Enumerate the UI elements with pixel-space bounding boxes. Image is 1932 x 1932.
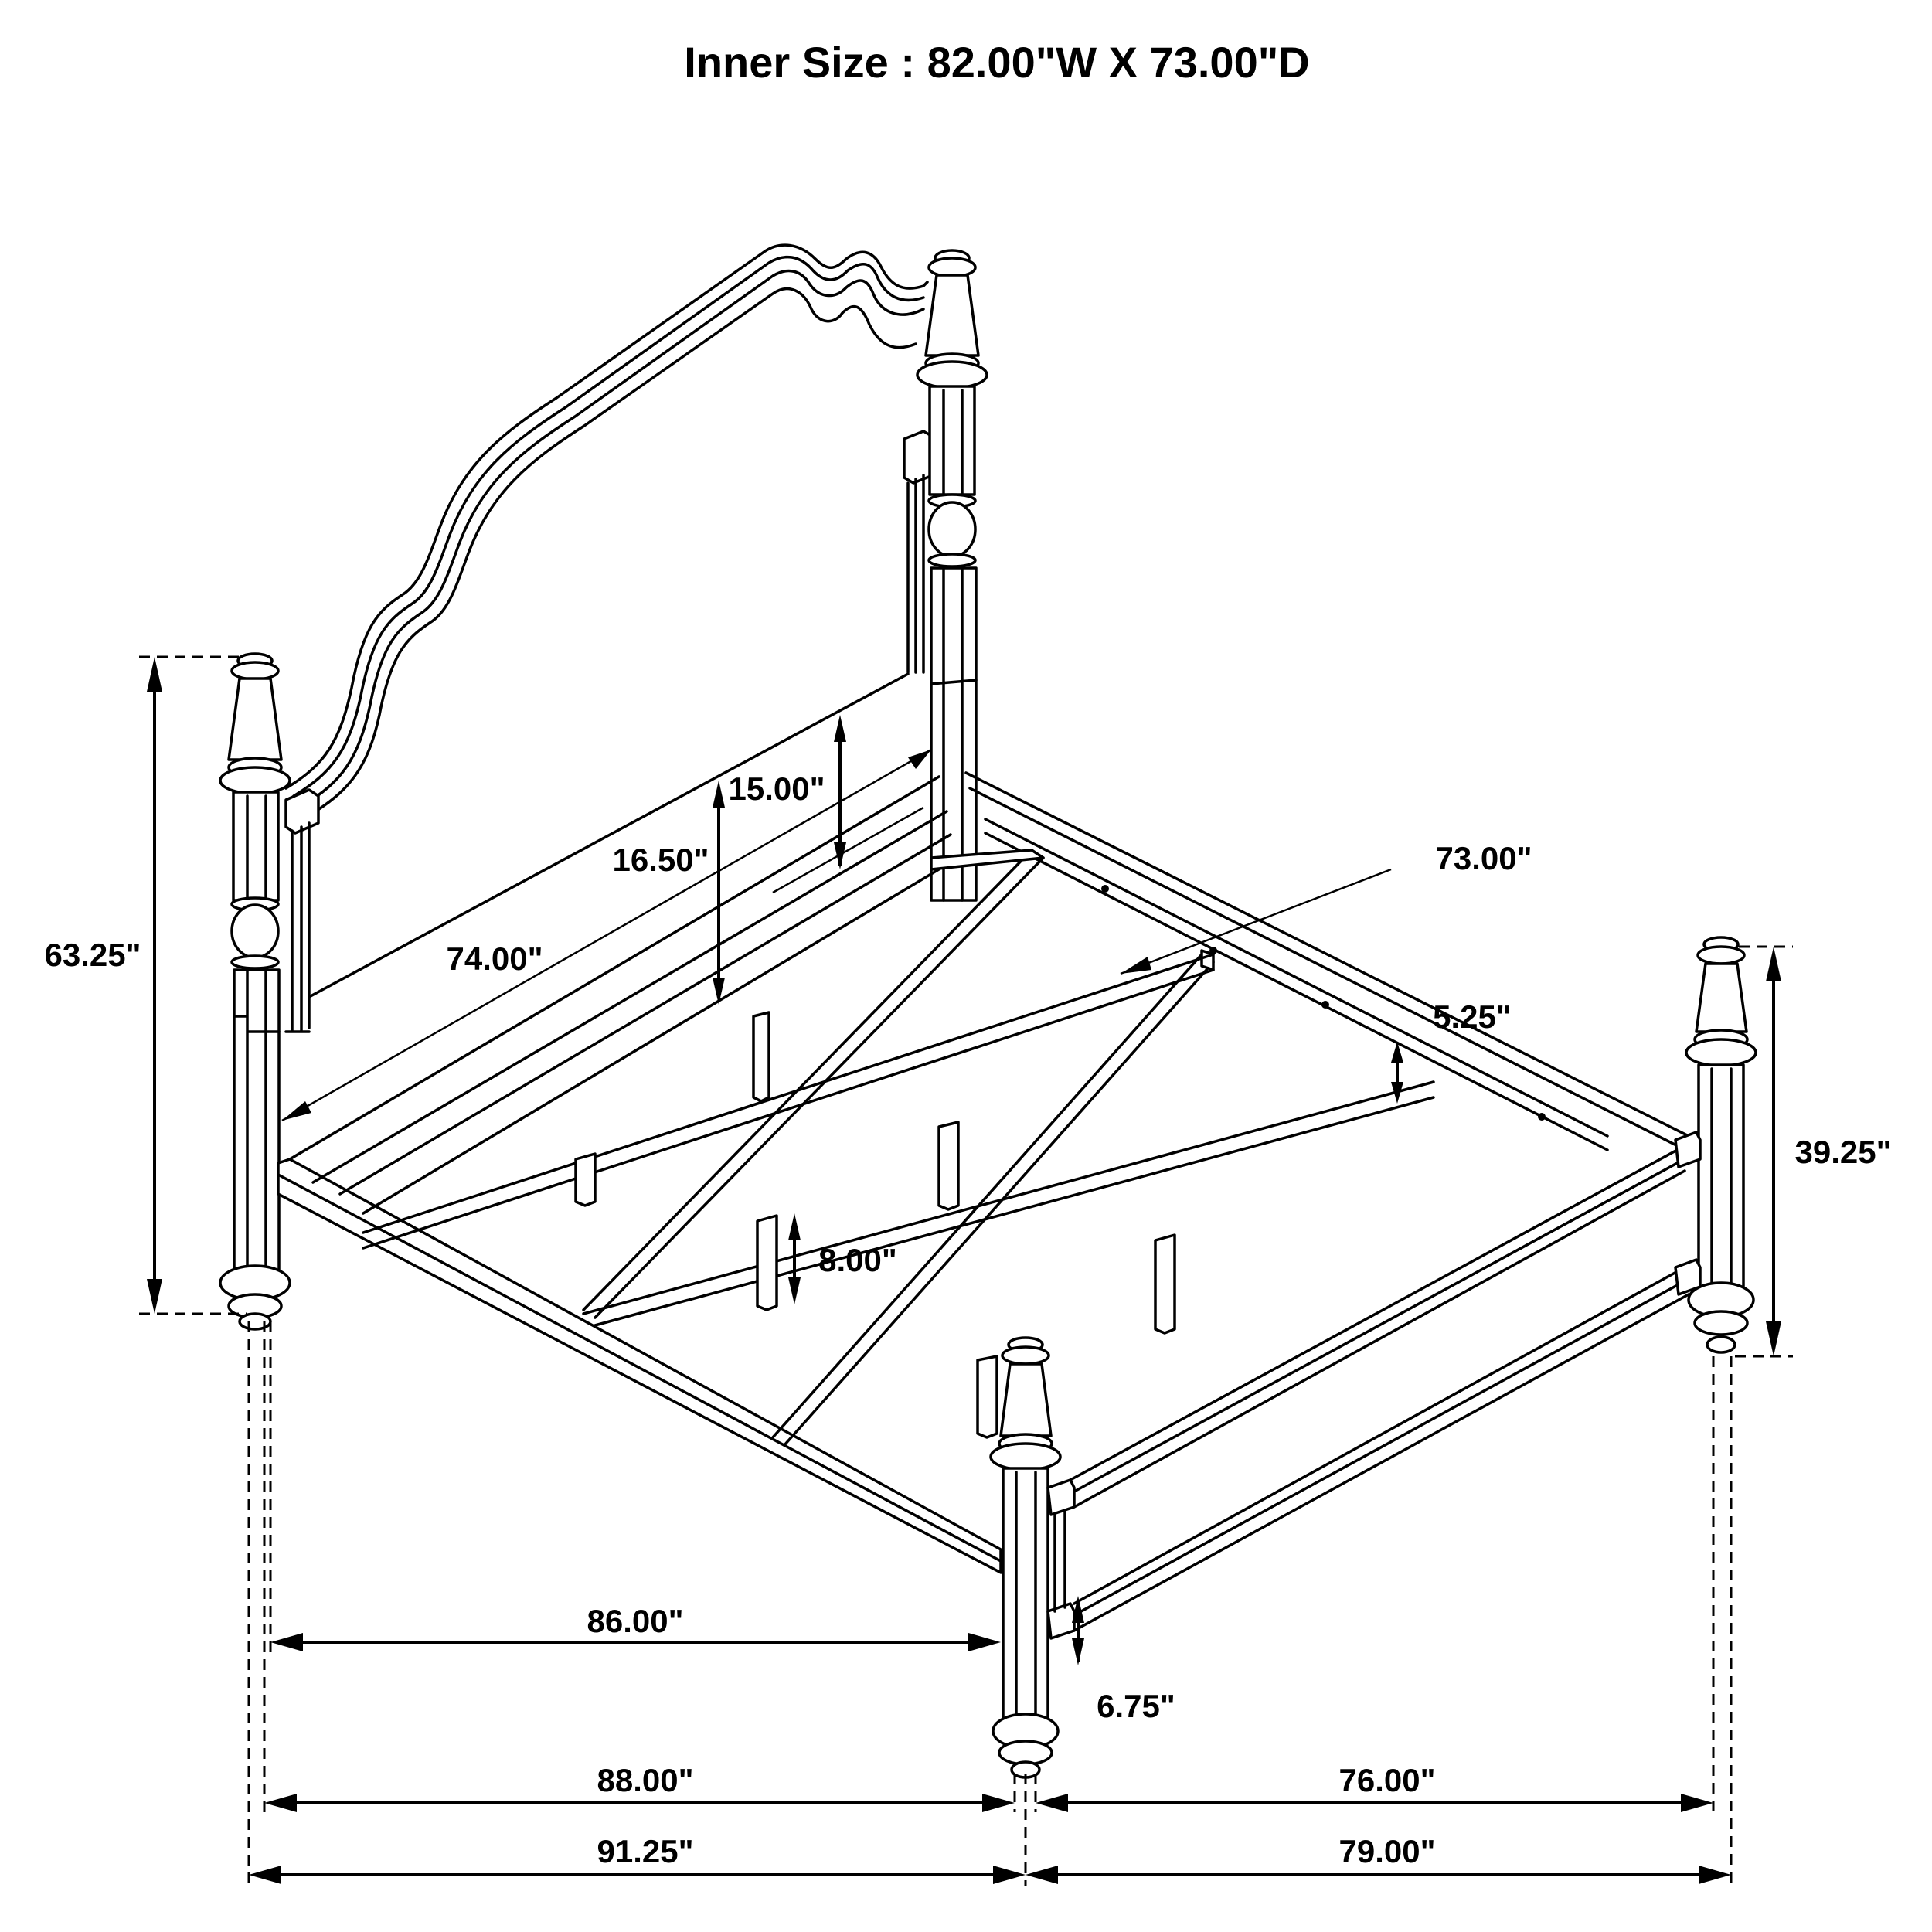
diagram-title: Inner Size : 82.00"W X 73.00"D xyxy=(684,38,1309,87)
dim-floor-clearance: 6.75" xyxy=(1072,1596,1175,1724)
dim-overall-length: 91.25" xyxy=(249,1833,1026,1884)
dim-headboard-panel-label: 15.00" xyxy=(728,770,825,807)
dim-inner-length: 88.00" xyxy=(264,1762,1015,1812)
dim-rail-to-headboard-label: 16.50" xyxy=(612,842,709,878)
dim-inner-width: 76.00" xyxy=(1036,1762,1713,1812)
dim-rail-length: 86.00" xyxy=(270,1603,1001,1651)
dim-headboard-width-label: 74.00" xyxy=(446,940,543,977)
dim-support-leg: 8.00" xyxy=(788,1213,897,1304)
headboard-crest xyxy=(284,243,929,817)
dim-side-rail-height-label: 5.25" xyxy=(1433,998,1512,1035)
headboard-right-post xyxy=(916,249,988,902)
dim-rail-to-headboard: 16.50" xyxy=(612,750,931,1005)
dim-rail-length-label: 86.00" xyxy=(587,1603,683,1639)
dim-side-rail-height: 5.25" xyxy=(1391,998,1512,1104)
dim-inner-width-label: 76.00" xyxy=(1338,1762,1435,1798)
left-side-rail xyxy=(277,775,1002,1574)
dim-support-leg-label: 8.00" xyxy=(818,1242,897,1278)
bed-frame-illustration xyxy=(219,243,1757,1779)
dim-headboard-panel: 15.00" xyxy=(728,715,846,869)
headboard-left-post xyxy=(219,652,291,1331)
dim-overall-length-label: 91.25" xyxy=(597,1833,693,1869)
dim-slat-length-label: 73.00" xyxy=(1435,840,1532,876)
support-legs xyxy=(574,1011,1176,1439)
footboard xyxy=(1046,1142,1690,1640)
footboard-left-post xyxy=(989,1336,1062,1779)
dim-footboard-height-label: 39.25" xyxy=(1794,1134,1891,1170)
dim-overall-height-label: 63.25" xyxy=(44,937,141,973)
footboard-right-post xyxy=(1674,936,1757,1354)
center-rail xyxy=(582,849,1215,1447)
dim-overall-width-label: 79.00" xyxy=(1338,1833,1435,1869)
dim-footboard-height: 39.25" xyxy=(1735,945,1892,1358)
dim-overall-width: 79.00" xyxy=(1026,1833,1731,1884)
dim-overall-height: 63.25" xyxy=(44,655,247,1315)
dim-slat-length: 73.00" xyxy=(1120,840,1532,975)
dim-inner-length-label: 88.00" xyxy=(597,1762,693,1798)
headboard-left-block xyxy=(284,788,320,835)
right-side-rail xyxy=(964,771,1690,1153)
extension-lines xyxy=(247,1321,1733,1886)
slats xyxy=(362,849,1435,1327)
dim-headboard-width: 74.00" xyxy=(281,748,932,1122)
dim-floor-clearance-label: 6.75" xyxy=(1097,1688,1175,1724)
